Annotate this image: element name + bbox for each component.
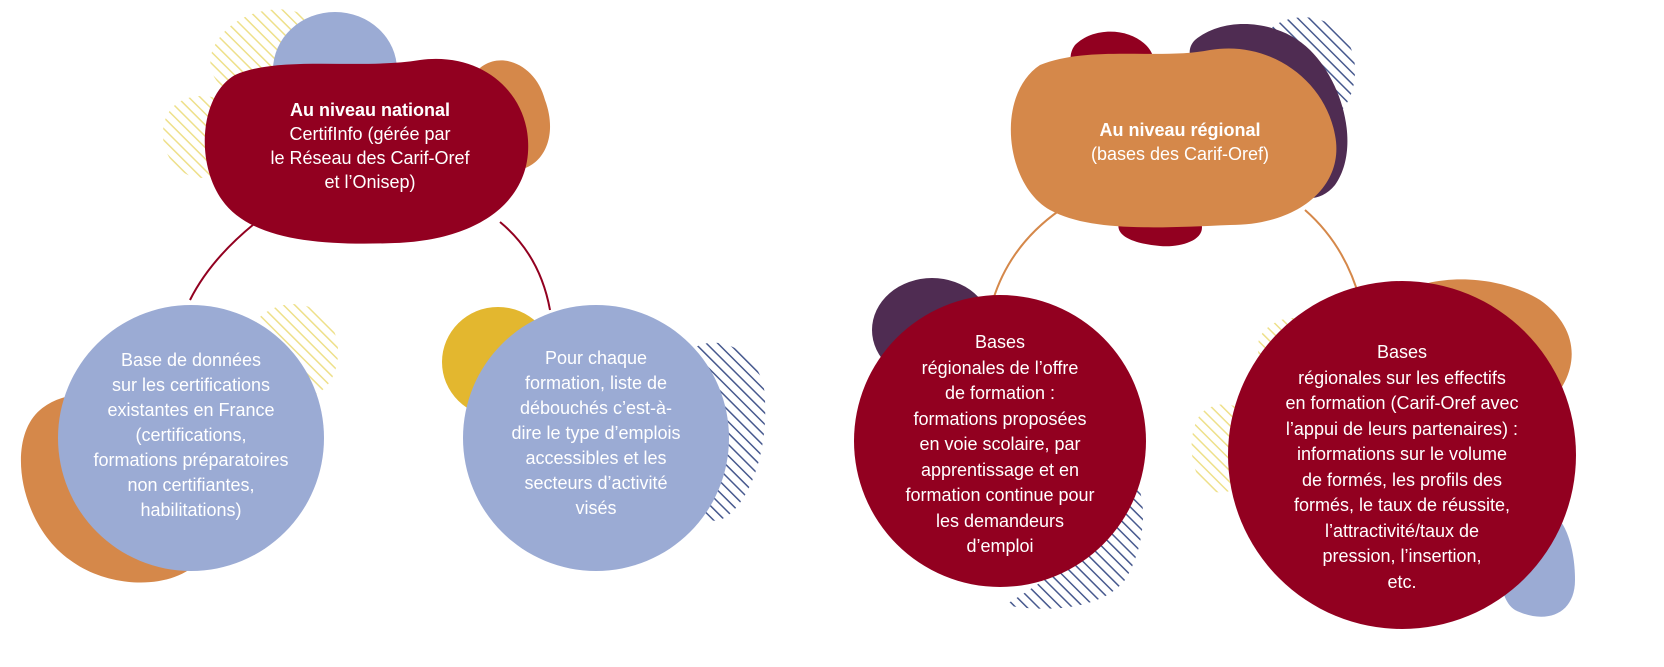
national-right-line: dire le type d’emplois: [511, 423, 681, 443]
connector-national-left: [189, 223, 255, 301]
regional-right-line: etc.: [1387, 571, 1417, 592]
regional-left-line: Bases: [974, 332, 1026, 352]
regional-left-line: d’emploi: [966, 536, 1034, 556]
regional-right-line: de formés, les profils des: [1301, 469, 1503, 490]
regional-right-line: l’appui de leurs partenaires) :: [1285, 418, 1519, 439]
connector-national-right: [499, 221, 551, 311]
regional-line: (bases des Carif-Oref): [1090, 144, 1270, 164]
national-right-line: secteurs d’activité: [524, 473, 668, 493]
regional-left-line: formation continue pour: [905, 485, 1095, 505]
regional-left-text: Bases régionales de l’offre de formation…: [880, 330, 1120, 560]
regional-right-line: Bases: [1376, 342, 1428, 362]
national-line: CertifInfo (gérée par: [289, 124, 451, 144]
regional-left-line: en voie scolaire, par: [919, 434, 1081, 454]
national-line: et l’Onisep): [324, 172, 416, 192]
national-right-text: Pour chaque formation, liste de débouché…: [480, 346, 712, 521]
regional-right-line: l’attractivité/taux de: [1324, 520, 1480, 541]
national-main-blob: [204, 58, 529, 244]
national-line: le Réseau des Carif-Oref: [270, 148, 470, 168]
regional-main-blob: [1010, 48, 1337, 228]
regional-right-line: en formation (Carif-Oref avec: [1285, 393, 1519, 413]
regional-left-line: formations proposées: [913, 408, 1087, 429]
national-left-line: non certifiantes,: [127, 475, 255, 495]
national-left-line: existantes en France: [107, 400, 275, 420]
regional-left-line: apprentissage et en: [920, 459, 1080, 480]
regional-left-circle: [854, 295, 1146, 587]
national-right-circle: [463, 305, 729, 571]
connector-regional-left: [992, 209, 1061, 301]
national-left-line: formations préparatoires: [93, 450, 289, 470]
national-right-line: Pour chaque: [544, 348, 648, 368]
national-left-line: habilitations): [140, 500, 242, 520]
national-title: Au niveau national: [289, 100, 451, 120]
national-left-circle: [58, 305, 324, 571]
national-right-line: accessibles et les: [525, 448, 667, 468]
regional-right-line: pression, l’insertion,: [1322, 546, 1482, 566]
regional-left-line: les demandeurs: [935, 510, 1065, 531]
regional-right-line: informations sur le volume: [1296, 444, 1508, 464]
regional-box: Au niveau régional (bases des Carif-Oref…: [1060, 118, 1300, 166]
regional-right-text: Bases régionales sur les effectifs en fo…: [1262, 340, 1542, 595]
regional-left-line: de formation :: [944, 383, 1056, 403]
regional-right-line: formés, le taux de réussite,: [1293, 495, 1511, 515]
regional-title: Au niveau régional: [1099, 120, 1261, 140]
national-left-line: (certifications,: [135, 425, 247, 445]
regional-right-line: régionales sur les effectifs: [1298, 367, 1506, 388]
national-right-line: débouchés c’est-à-: [519, 398, 673, 418]
national-left-line: Base de données: [120, 350, 262, 370]
national-box: Au niveau national CertifInfo (gérée par…: [230, 98, 510, 194]
national-right-line: formation, liste de: [524, 373, 668, 393]
connector-regional-right: [1304, 209, 1361, 301]
national-left-line: sur les certifications: [111, 375, 271, 395]
regional-right-circle: [1228, 281, 1576, 629]
regional-left-line: régionales de l’offre: [921, 357, 1079, 378]
national-right-line: visés: [575, 498, 617, 518]
regional-group: [854, 17, 1576, 629]
national-left-text: Base de données sur les certifications e…: [71, 348, 311, 523]
national-group: [20, 9, 766, 583]
